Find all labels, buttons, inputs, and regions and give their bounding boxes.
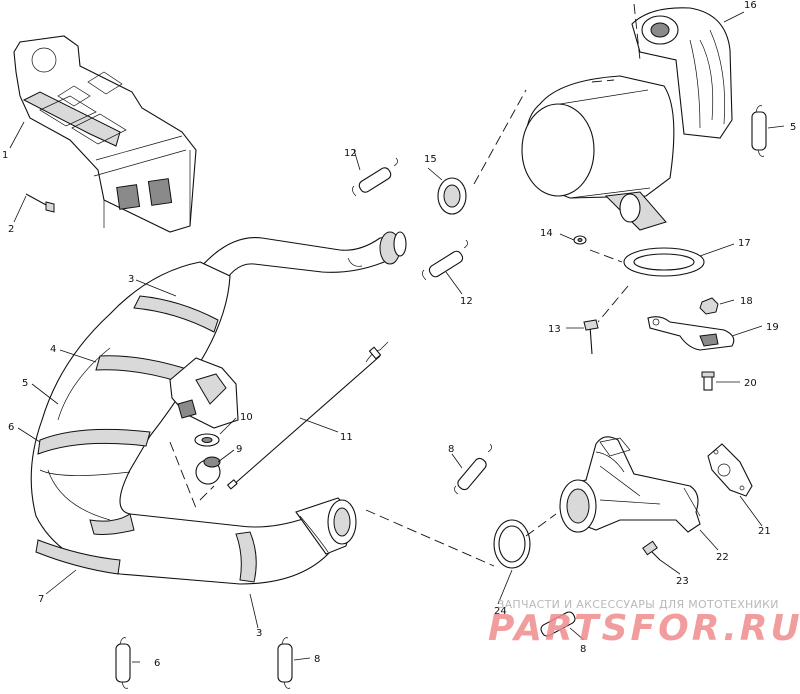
callout-22: 22 [716, 552, 729, 563]
bolt-13 [583, 319, 599, 355]
bolt-23 [642, 540, 661, 561]
bolt-20 [701, 371, 715, 391]
callout-8-bottom: 8 [314, 654, 320, 665]
silencer-16 [521, 7, 733, 231]
callout-4: 4 [50, 344, 56, 355]
callout-6: 6 [8, 422, 14, 433]
mounting-bracket [13, 35, 197, 233]
callout-6-bottom: 6 [154, 658, 160, 669]
watermark-tagline: ЗАПЧАСТИ И АКСЕССУАРЫ ДЛЯ МОТОТЕХНИКИ [497, 598, 779, 611]
watermark-logo: PARTSFOR.RU [488, 608, 800, 649]
nut-18 [699, 297, 719, 315]
callout-18: 18 [740, 296, 753, 307]
callout-11: 11 [340, 432, 353, 443]
seal-ring-24 [493, 519, 531, 569]
gasket-21 [707, 443, 753, 497]
callout-20: 20 [744, 378, 757, 389]
callout-9: 9 [236, 444, 242, 455]
assembly-lines [169, 3, 641, 567]
callout-14: 14 [540, 228, 553, 239]
callout-labels: 1 2 3 4 5 6 7 3 12 12 15 16 5 14 17 18 1… [2, 0, 796, 669]
callout-10: 10 [240, 412, 253, 423]
callout-1: 1 [2, 150, 8, 161]
callout-7: 7 [38, 594, 44, 605]
callout-8-mid: 8 [448, 444, 454, 455]
sensor-cable-11 [226, 341, 389, 490]
washer-10 [194, 433, 220, 447]
spring-12-mid [422, 239, 468, 281]
callout-5: 5 [22, 378, 28, 389]
expansion-chamber [30, 231, 407, 585]
callout-3-bottom: 3 [256, 628, 262, 639]
bracket-19 [647, 316, 735, 351]
spring-8-lower-right [540, 611, 576, 637]
callout-13: 13 [548, 324, 561, 335]
bolt-2 [25, 193, 55, 213]
callout-5-right: 5 [790, 122, 796, 133]
spring-12-top [352, 157, 398, 197]
callout-23: 23 [676, 576, 689, 587]
callout-3: 3 [128, 274, 134, 285]
leader-lines [9, 11, 785, 663]
spring-5-right [751, 105, 767, 157]
washer-14 [573, 235, 587, 245]
callout-24: 24 [494, 606, 507, 617]
seal-ring-15 [437, 177, 467, 215]
callout-19: 19 [766, 322, 779, 333]
spring-6-bottom [115, 637, 131, 689]
grommet-9 [195, 456, 221, 485]
callout-12-mid: 12 [460, 296, 473, 307]
callout-2: 2 [8, 224, 14, 235]
callout-16: 16 [744, 0, 757, 11]
callout-17: 17 [738, 238, 751, 249]
callout-15: 15 [424, 154, 437, 165]
callout-8-lower-right: 8 [580, 644, 586, 655]
y-manifold-22 [559, 436, 701, 533]
spring-8-mid [454, 443, 492, 495]
callout-12-top: 12 [344, 148, 357, 159]
callout-21: 21 [758, 526, 771, 537]
gasket-17 [623, 247, 705, 277]
spring-8-bottom [277, 637, 293, 689]
